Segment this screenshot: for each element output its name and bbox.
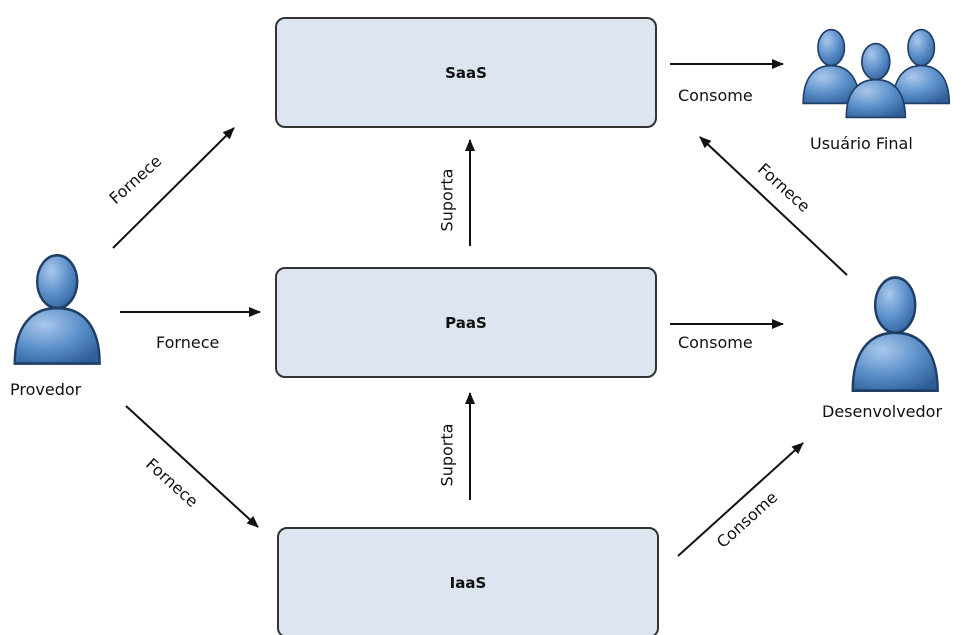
provedor-label: Provedor <box>10 380 82 399</box>
paas-box: PaaS <box>275 267 657 378</box>
arrow-iaas-desenvolvedor <box>677 442 804 557</box>
edge-label-paas-desenvolvedor: Consome <box>678 333 753 352</box>
provedor-person-icon <box>13 253 102 365</box>
iaas-label: IaaS <box>449 573 487 592</box>
edge-label-saas-usuario: Consome <box>678 86 753 105</box>
desenvolvedor-person-icon <box>851 276 940 393</box>
iaas-box: IaaS <box>277 527 659 635</box>
usuario-final-label: Usuário Final <box>810 134 913 153</box>
arrow-desenvolvedor-saas <box>699 136 848 276</box>
arrow-provedor-iaas <box>125 405 259 528</box>
user-group-icon <box>802 28 951 119</box>
desenvolvedor-label: Desenvolvedor <box>822 402 943 421</box>
paas-label: PaaS <box>445 313 487 332</box>
edge-label-provedor-paas: Fornece <box>156 333 220 352</box>
saas-box: SaaS <box>275 17 657 128</box>
arrow-provedor-saas <box>112 127 235 249</box>
saas-label: SaaS <box>445 63 487 82</box>
edge-label-iaas-paas: Suporta <box>437 423 457 487</box>
edge-label-paas-saas: Suporta <box>437 168 457 232</box>
